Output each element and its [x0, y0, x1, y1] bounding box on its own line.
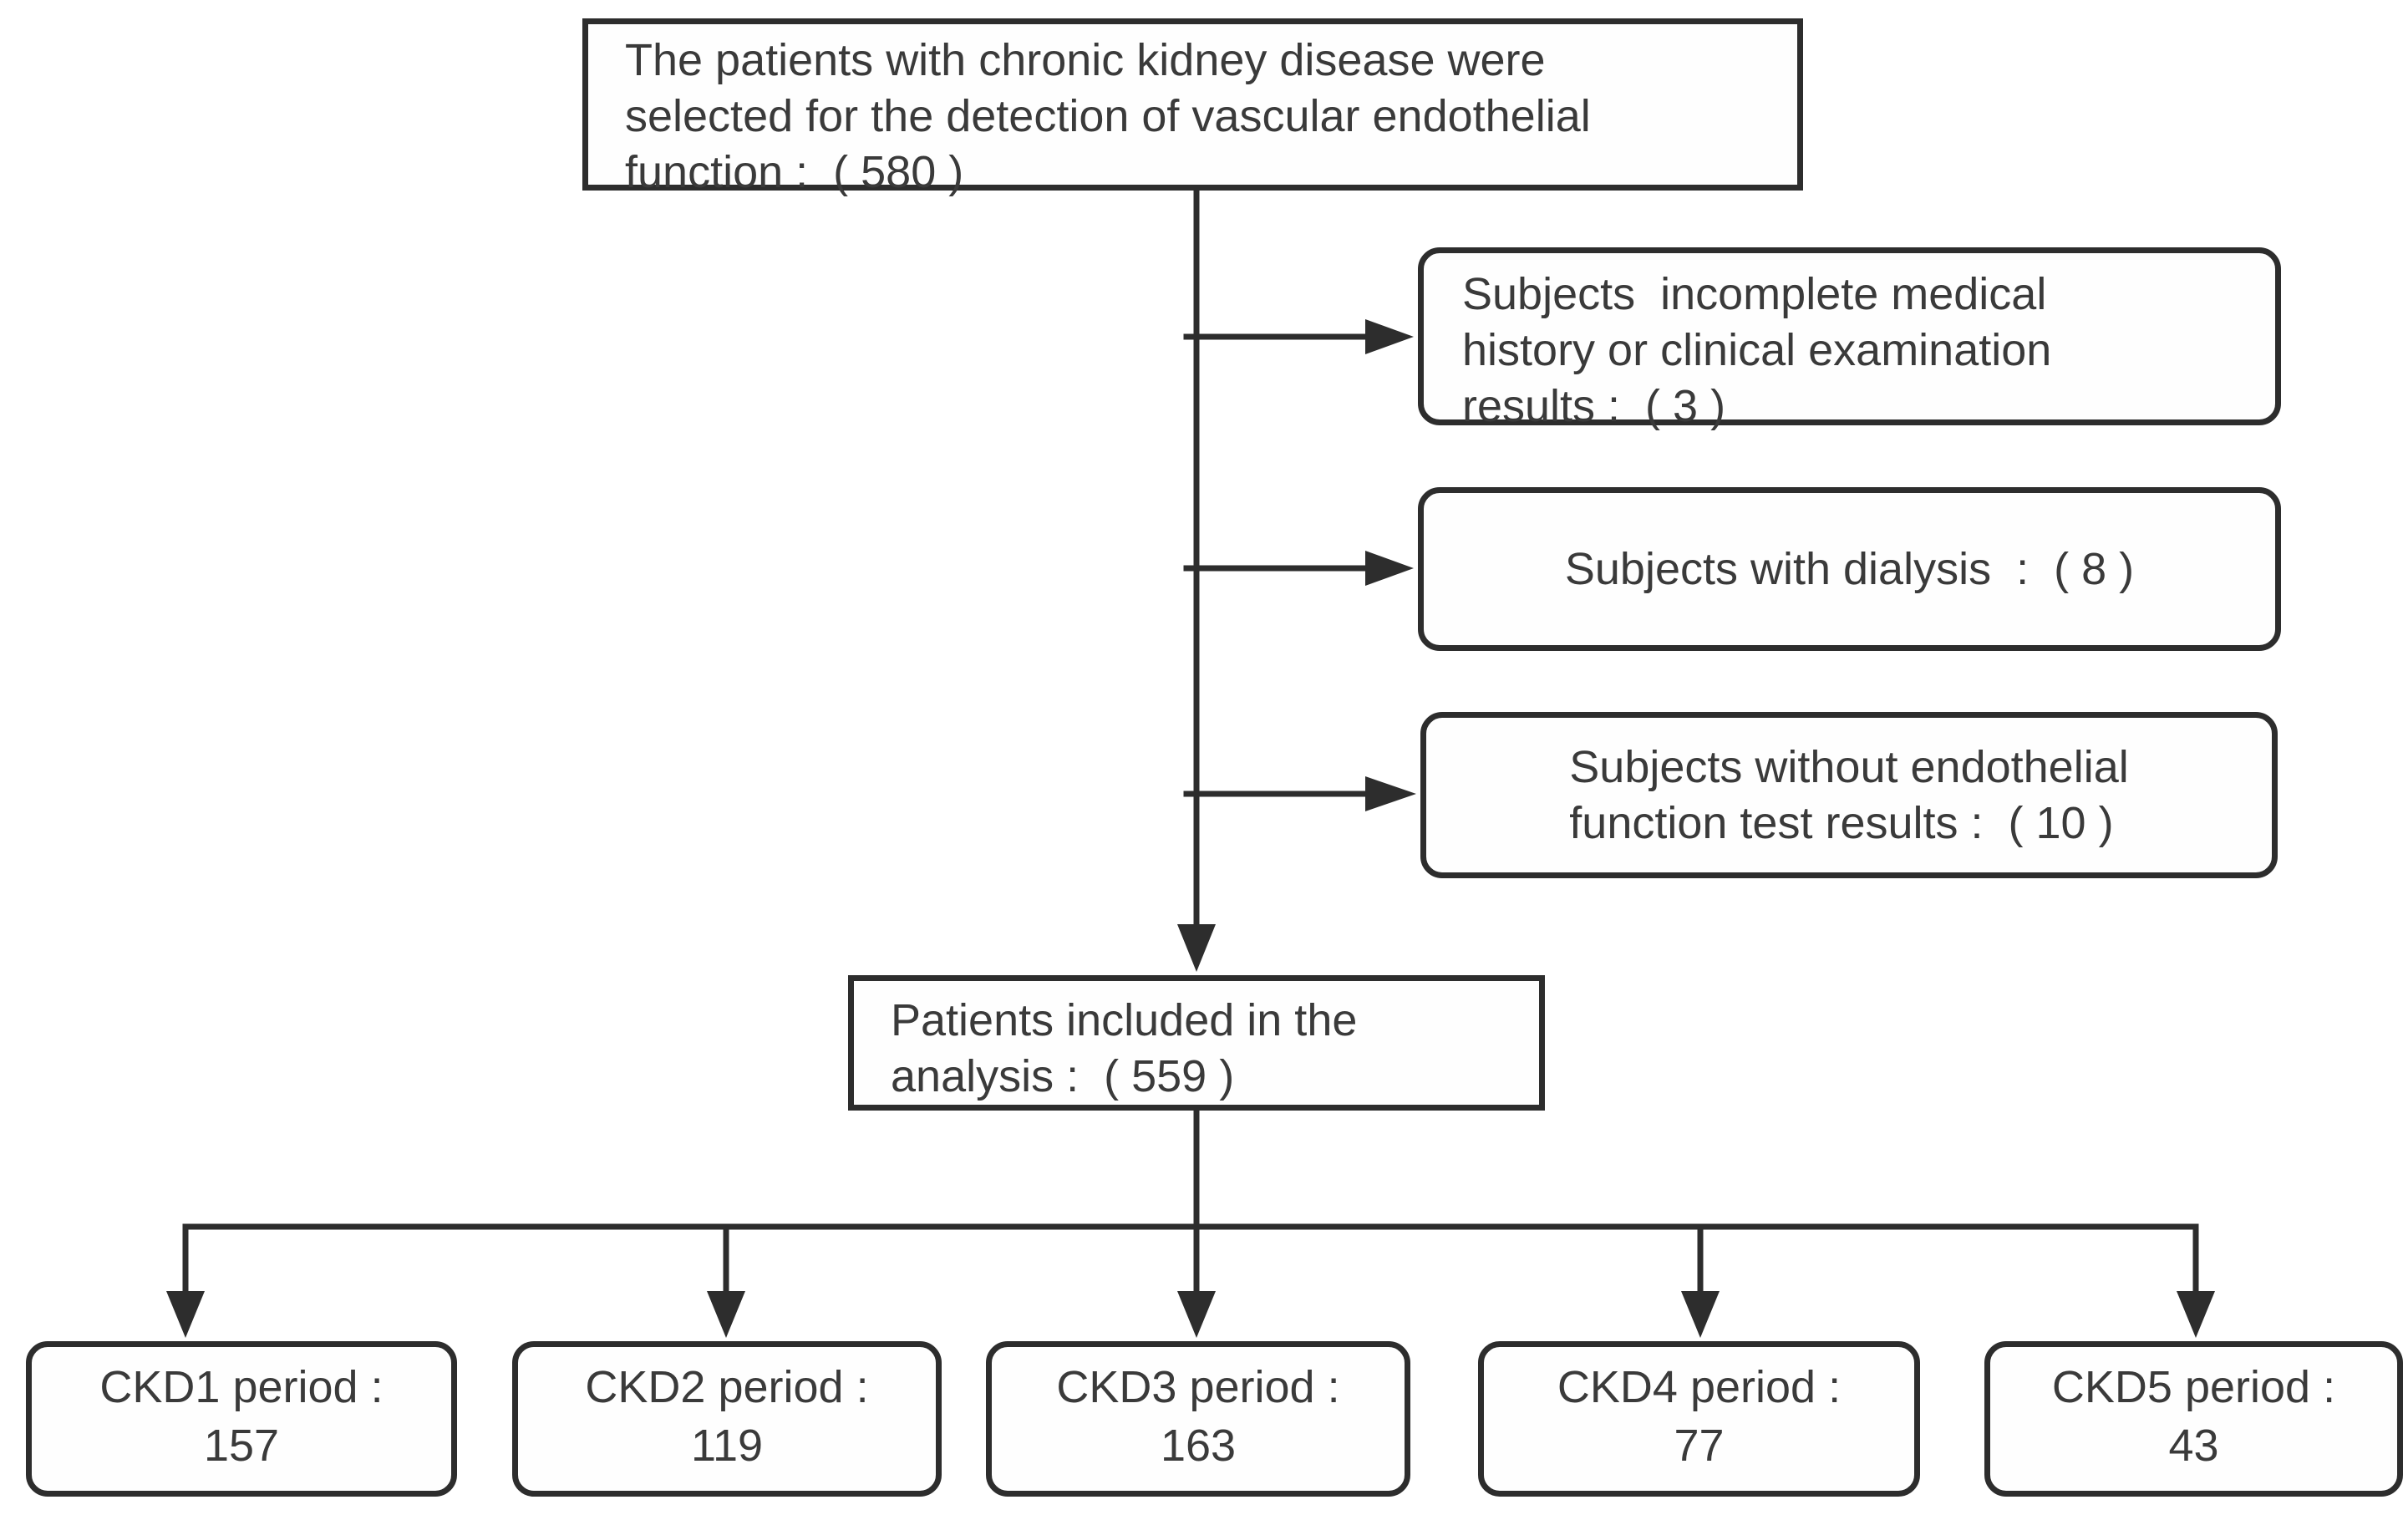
ckd-group-label: CKD1 period :	[99, 1362, 384, 1412]
exclusion-incomplete-records-box: Subjects incomplete medical history or c…	[1418, 247, 2281, 431]
ckd-group-count: 163	[1160, 1421, 1237, 1471]
arrowhead-included-icon	[1177, 924, 1216, 972]
ckd-group-count: 77	[1674, 1421, 1725, 1471]
ckd-group-label: CKD3 period :	[1056, 1362, 1340, 1412]
arrowhead-exclusion-1-icon	[1365, 319, 1414, 354]
ckd5-group-box: CKD5 period : 43	[1984, 1341, 2403, 1497]
ckd1-group-box: CKD1 period : 157	[26, 1341, 457, 1497]
exclusion-box-text: Subjects incomplete medical	[1462, 269, 2047, 319]
arrowhead-ckd1-icon	[166, 1291, 205, 1338]
source-box-text: function : ( 580 )	[625, 147, 964, 197]
exclusion-dialysis-box: Subjects with dialysis : ( 8 )	[1418, 487, 2281, 651]
ckd4-group-box: CKD4 period : 77	[1478, 1341, 1920, 1497]
exclusion-box-text: Subjects with dialysis : ( 8 )	[1564, 543, 2135, 594]
exclusion-box-text: function test results : ( 10 )	[1569, 797, 2114, 848]
ckd2-group-box: CKD2 period : 119	[512, 1341, 942, 1497]
arrowhead-ckd5-icon	[2177, 1291, 2215, 1338]
included-box-text: analysis : ( 559 )	[891, 1051, 1235, 1101]
ckd-group-count: 119	[690, 1421, 764, 1471]
source-box-text: selected for the detection of vascular e…	[625, 91, 1591, 141]
arrowhead-exclusion-3-icon	[1365, 776, 1416, 811]
ckd-group-label: CKD4 period :	[1557, 1362, 1842, 1412]
ckd3-group-box: CKD3 period : 163	[986, 1341, 1410, 1497]
arrowhead-exclusion-2-icon	[1365, 551, 1414, 586]
ckd-group-count: 157	[203, 1421, 280, 1471]
arrowhead-ckd2-icon	[707, 1291, 745, 1338]
included-analysis-box: Patients included in the analysis : ( 55…	[848, 975, 1545, 1111]
included-box-text: Patients included in the	[891, 995, 1358, 1045]
arrowhead-ckd4-icon	[1681, 1291, 1720, 1338]
source-population-box: The patients with chronic kidney disease…	[582, 18, 1803, 197]
ckd-group-label: CKD5 period :	[2051, 1362, 2336, 1412]
arrowhead-ckd3-icon	[1177, 1291, 1216, 1338]
exclusion-box-text: Subjects without endothelial	[1569, 741, 2129, 792]
exclusion-no-test-box: Subjects without endothelial function te…	[1420, 712, 2278, 878]
exclusion-box-text: history or clinical examination	[1462, 325, 2052, 375]
ckd-group-count: 43	[2168, 1421, 2219, 1471]
source-box-text: The patients with chronic kidney disease…	[625, 35, 1546, 85]
exclusion-box-text: results : ( 3 )	[1462, 381, 1726, 431]
ckd-group-label: CKD2 period :	[585, 1362, 869, 1412]
